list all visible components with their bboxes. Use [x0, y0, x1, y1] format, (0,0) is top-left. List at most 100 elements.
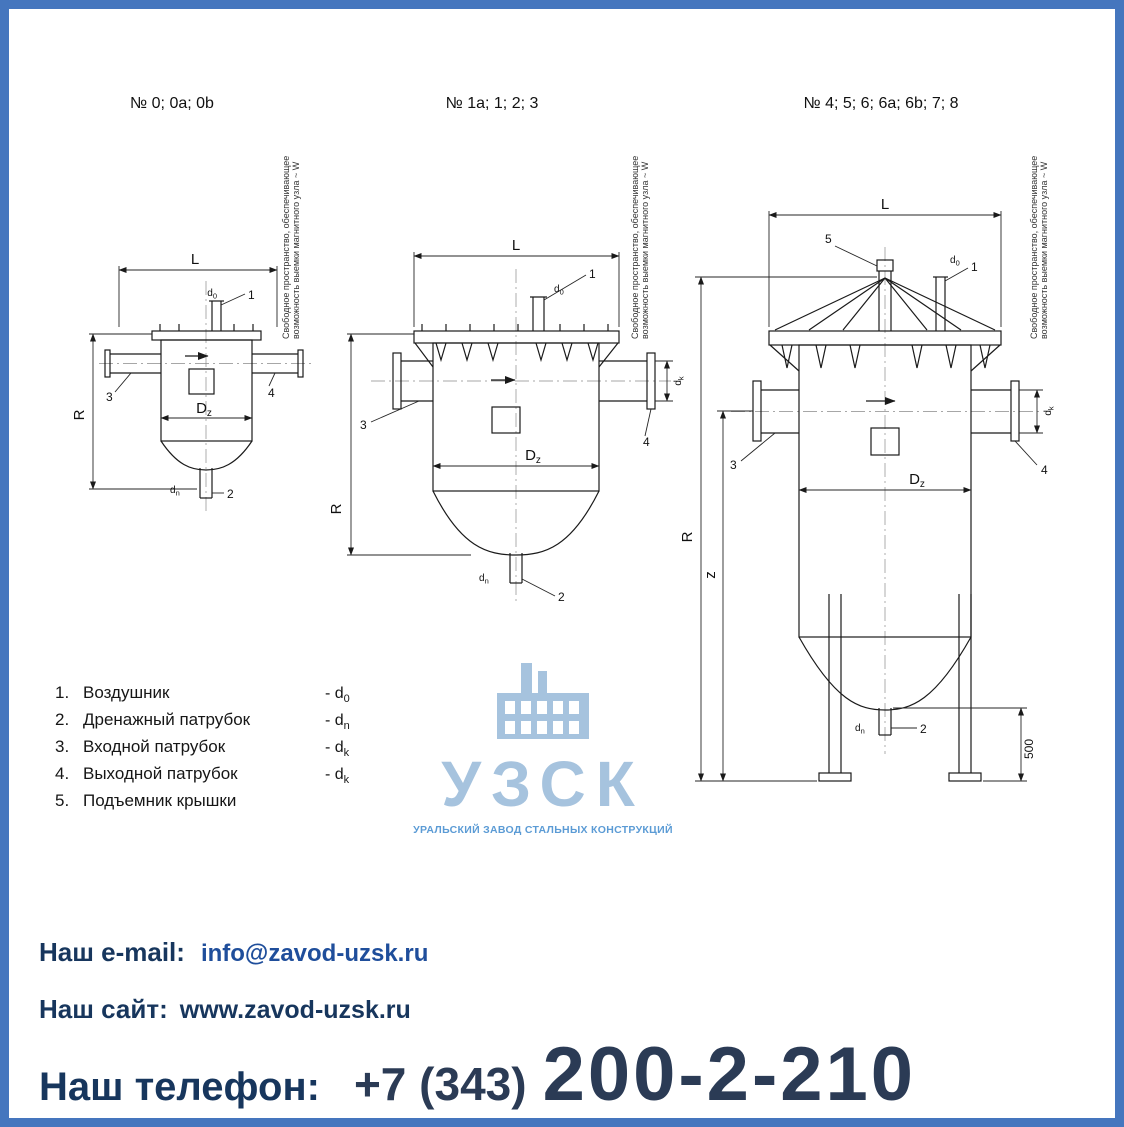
dim-L-label: L	[512, 237, 520, 254]
dim-R-label: R	[679, 531, 696, 542]
free-space-note: Свободное пространство, обеспечивающее в…	[1029, 156, 1049, 339]
legend-item: 4. Выходной патрубок - dk	[55, 764, 350, 791]
legend-item-number: 5.	[55, 791, 70, 810]
drain-nozzle	[509, 553, 523, 584]
drawing-1-title: № 0; 0a; 0b	[130, 95, 214, 112]
callout-1: 1	[248, 288, 255, 302]
dim-dk-label: dk	[1043, 406, 1056, 416]
email-value: info@zavod-uzsk.ru	[200, 940, 429, 967]
drawing-2-title: № 1a; 1; 2; 3	[446, 95, 539, 112]
callout-2: 2	[227, 487, 234, 501]
dished-bottom	[160, 440, 253, 471]
flange-gussets	[414, 342, 619, 368]
centerlines	[731, 247, 1039, 754]
callout-2: 2	[920, 722, 927, 736]
contact-phone-row: Наш телефон: +7 (343) 200-2-210	[39, 1031, 916, 1118]
centerlines	[99, 281, 311, 514]
note-line-2: возможность выемки магнитного узла ~ W	[640, 161, 650, 339]
callouts: 1 2 3 4	[106, 288, 276, 501]
watermark-subtitle: УРАЛЬСКИЙ ЗАВОД СТАЛЬНЫХ КОНСТРУКЦИЙ	[413, 824, 673, 836]
free-space-note: Свободное пространство, обеспечивающее в…	[281, 156, 301, 339]
outlet-nozzle	[599, 352, 656, 410]
inlet-nozzle	[392, 352, 433, 410]
callout-3: 3	[360, 418, 367, 432]
site-value: www.zavod-uzsk.ru	[179, 996, 411, 1024]
dim-d0-label: d0	[207, 288, 217, 301]
callout-4: 4	[643, 435, 650, 449]
callout-5: 5	[825, 232, 832, 246]
top-flange	[151, 324, 262, 341]
legend-item-dim: - dk	[325, 739, 350, 760]
legend-item-number: 3.	[55, 737, 70, 756]
note-line-1: Свободное пространство, обеспечивающее	[630, 156, 640, 339]
dim-R-label: R	[71, 409, 88, 420]
dim-R-label: R	[328, 503, 345, 514]
legend-item-number: 4.	[55, 764, 70, 783]
support-legs	[818, 594, 982, 782]
vessel-shell	[160, 339, 253, 442]
magnet-unit-box	[491, 406, 521, 434]
dim-dn-label: dn	[479, 573, 489, 586]
dim-d0-label: d0	[950, 255, 960, 268]
callout-3: 3	[106, 390, 113, 404]
vent-nozzle	[209, 300, 224, 331]
callouts: 1 2 3 4	[360, 267, 652, 604]
dim-dn-label: dn	[170, 485, 180, 498]
callout-4: 4	[268, 386, 275, 400]
callout-1: 1	[971, 260, 978, 274]
dim-500-label: 500	[1022, 739, 1036, 759]
legend-item: 1. Воздушник - d0	[55, 683, 350, 710]
drawing-3-title: № 4; 5; 6; 6a; 6b; 7; 8	[803, 95, 958, 112]
vessel-shell	[432, 342, 600, 492]
legend-item-name: Входной патрубок	[83, 737, 226, 756]
callout-3: 3	[730, 458, 737, 472]
legend-item-number: 2.	[55, 710, 70, 729]
legend-item-number: 1.	[55, 683, 70, 702]
inlet-nozzle	[104, 349, 161, 378]
callouts: 5 1 2 3 4	[730, 232, 1048, 736]
drawing-3-group: № 4; 5; 6; 6a; 6b; 7; 8	[679, 95, 1056, 782]
phone-number: 200-2-210	[542, 1032, 917, 1117]
dim-Dz-label: Dz	[196, 400, 212, 419]
legend-item: 5. Подъемник крышки	[55, 791, 350, 818]
legend-item-name: Подъемник крышки	[83, 791, 237, 810]
phone-label: Наш телефон:	[39, 1065, 320, 1109]
contact-email-row: Наш e-mail: info@zavod-uzsk.ru	[39, 937, 428, 968]
outlet-nozzle	[971, 380, 1020, 442]
inlet-nozzle	[752, 380, 799, 442]
legend-item-dim: - dk	[325, 766, 350, 787]
dim-L-label: L	[191, 251, 199, 268]
vent-nozzle	[933, 276, 948, 331]
dished-bottom	[798, 636, 972, 711]
cover-lifting-frame	[774, 259, 996, 331]
drawing-2-group: № 1a; 1; 2; 3	[328, 95, 686, 604]
legend-item-dim: - dn	[325, 712, 350, 733]
site-label: Наш сайт:	[39, 994, 168, 1024]
phone-area-code: +7 (343)	[353, 1058, 527, 1110]
note-line-2: возможность выемки магнитного узла ~ W	[1039, 161, 1049, 339]
watermark-title: УЗСК	[441, 748, 645, 820]
contact-site-row: Наш сайт: www.zavod-uzsk.ru	[39, 994, 411, 1025]
legend-item-name: Воздушник	[83, 683, 170, 702]
callout-2: 2	[558, 590, 565, 604]
note-line-2: возможность выемки магнитного узла ~ W	[291, 161, 301, 339]
dim-L-label: L	[881, 196, 889, 213]
legend-item: 2. Дренажный патрубок - dn	[55, 710, 350, 737]
dimensions: L d0 dk Dz R dn	[328, 237, 686, 586]
centerlines	[371, 269, 671, 601]
magnet-unit-box	[870, 427, 900, 456]
note-line-1: Свободное пространство, обеспечивающее	[281, 156, 291, 339]
technical-drawing-canvas: № 0; 0a; 0b	[71, 95, 1056, 782]
dimensions: L d0 dk Dz R z 500 dn	[679, 196, 1056, 782]
drain-nozzle	[878, 708, 892, 736]
dished-bottom	[432, 490, 600, 556]
dim-z-label: z	[702, 571, 719, 579]
dim-Dz-label: Dz	[909, 471, 925, 490]
dim-d0-label: d0	[554, 284, 564, 297]
legend: 1. Воздушник - d0 2. Дренажный патрубок …	[55, 683, 350, 818]
flange-gussets	[769, 344, 1001, 372]
drawing-1-group: № 0; 0a; 0b	[71, 95, 311, 514]
factory-icon	[497, 663, 589, 739]
top-flange	[413, 324, 620, 344]
